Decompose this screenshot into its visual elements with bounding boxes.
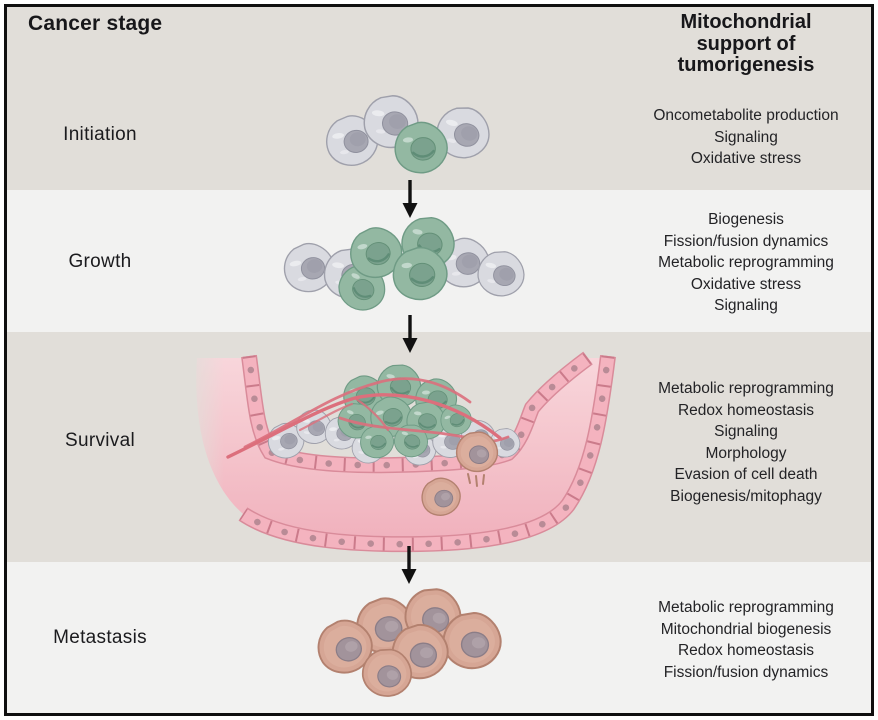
support-item: Biogenesis [708,211,784,228]
stage-label-metastasis: Metastasis [53,627,147,648]
stage-label-survival: Survival [65,430,135,451]
stage-label-initiation: Initiation [63,124,137,145]
support-item: Metabolic reprogramming [658,254,834,271]
survival-vessel-illustration [184,350,608,546]
support-item: Fission/fusion dynamics [663,663,829,681]
support-item: Redox homeostasis [677,401,815,419]
header-line: Mitochondrial [680,11,812,33]
initiation-cells-illustration [323,93,494,175]
support-item: Oncometabolite production [653,107,839,124]
column-header-mitochondrial-support: Mitochondrial support of tumorigenesis [620,11,872,77]
support-item: Biogenesis/mitophagy [670,487,822,505]
support-item: Mitochondrial biogenesis [660,620,832,638]
support-item: Signaling [714,297,778,314]
column-header-cancer-stage: Cancer stage [28,12,163,35]
supports-survival: Metabolic reprogramming Redox homeostasi… [616,378,876,507]
support-item: Morphology [705,444,787,462]
supports-growth: Biogenesis Fission/fusion dynamics Metab… [616,209,876,317]
support-item: Signaling [714,423,778,440]
supports-metastasis: Metabolic reprogramming Mitochondrial bi… [616,597,876,683]
vessel-lumen [196,358,608,545]
supports-initiation: Oncometabolite production Signaling Oxid… [616,105,876,170]
support-item: Oxidative stress [690,150,802,167]
header-line: tumorigenesis [677,54,815,76]
support-item: Oxidative stress [690,275,802,293]
metastasis-cells-illustration [313,585,504,701]
down-arrow-icon [400,178,420,220]
growth-cells-illustration [281,213,529,317]
support-item: Fission/fusion dynamics [663,232,829,250]
header-line: support of [696,32,796,55]
support-item: Redox homeostasis [677,642,815,659]
down-arrow-icon [400,313,420,355]
support-item: Metabolic reprogramming [658,380,834,397]
stage-label-growth: Growth [68,251,132,272]
support-item: Evasion of cell death [674,466,818,483]
intravasating-cell [454,429,500,487]
support-item: Signaling [714,128,778,146]
support-item: Metabolic reprogramming [658,599,834,616]
